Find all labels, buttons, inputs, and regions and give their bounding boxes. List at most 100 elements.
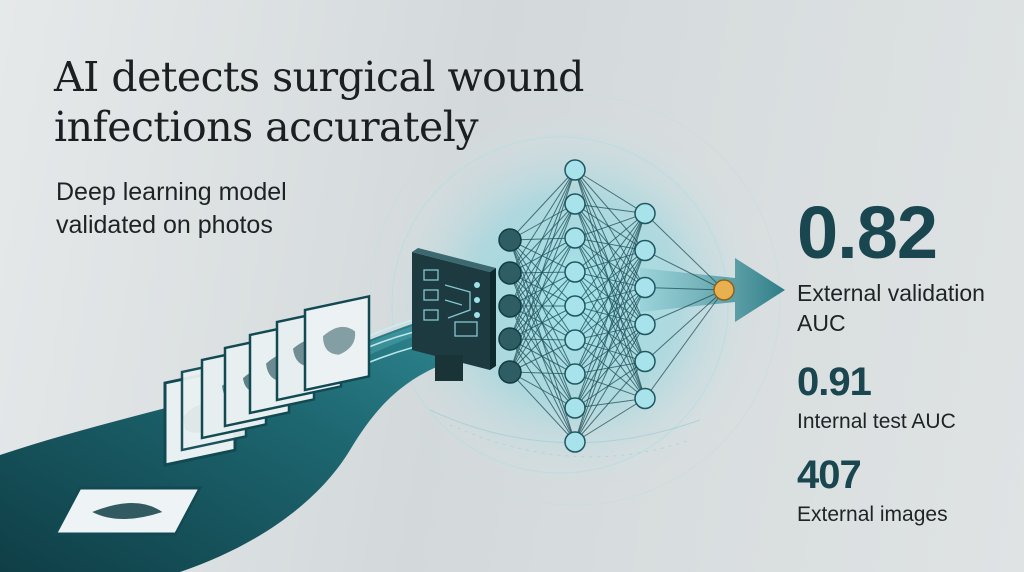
network-connection — [574, 237, 646, 251]
network-connection — [574, 361, 646, 409]
network-connection — [574, 287, 646, 307]
network-node — [564, 159, 586, 181]
network-connection — [574, 250, 646, 307]
network-connection — [574, 324, 646, 443]
wound-photo-stack — [53, 294, 371, 536]
network-connection — [574, 169, 646, 251]
network-node — [634, 239, 656, 262]
network-node — [564, 227, 586, 249]
network-connection — [574, 373, 646, 399]
network-connection — [574, 324, 646, 409]
network-connection — [574, 271, 646, 325]
network-connection — [509, 371, 576, 443]
network-connection — [574, 203, 646, 362]
network-connection — [574, 213, 646, 341]
network-connections — [509, 169, 725, 443]
network-connection — [574, 213, 646, 409]
network-connection — [574, 169, 646, 325]
network-connection — [644, 289, 725, 399]
network-node — [564, 261, 586, 283]
network-node — [564, 329, 586, 351]
network-connection — [509, 169, 576, 340]
network-connection — [574, 339, 646, 399]
stat-external-auc: 0.82 External validation AUC — [797, 196, 997, 338]
network-node — [564, 431, 586, 453]
network-connection — [574, 361, 646, 443]
network-connection — [574, 169, 646, 362]
network-connection — [574, 169, 646, 214]
network-connection — [509, 339, 576, 373]
network-connection — [574, 398, 646, 443]
network-connection — [574, 250, 646, 273]
network-node — [498, 360, 522, 384]
network-connection — [574, 203, 646, 325]
network-connection — [574, 305, 646, 399]
network-connection — [574, 237, 646, 288]
network-connection — [574, 287, 646, 409]
network-connection — [509, 169, 576, 241]
network-connection — [574, 305, 646, 325]
network-connection — [574, 287, 646, 375]
network-node — [498, 327, 522, 351]
network-connection — [509, 169, 576, 307]
network-connection — [574, 271, 646, 362]
stat-value: 0.91 — [797, 360, 872, 404]
stat-label: Internal test AUC — [797, 410, 956, 433]
network-node — [498, 261, 522, 285]
network-connection — [574, 287, 646, 341]
network-connection — [574, 324, 646, 341]
network-connection — [574, 324, 646, 375]
wound-photo-icon — [303, 294, 371, 392]
network-connection — [574, 271, 646, 399]
network-connection — [644, 250, 725, 291]
network-node — [564, 363, 586, 385]
network-connection — [574, 287, 646, 443]
stat-label: External validation AUC — [797, 280, 985, 336]
network-connection — [644, 289, 725, 362]
network-connection — [574, 213, 646, 273]
network-node — [634, 350, 656, 373]
network-connection — [574, 361, 646, 375]
network-connection — [574, 398, 646, 409]
network-connection — [574, 169, 646, 288]
network-node — [498, 228, 522, 252]
network-connection — [574, 339, 646, 362]
network-connection — [574, 237, 646, 362]
network-connection — [574, 271, 646, 288]
network-connection — [509, 169, 576, 274]
network-connection — [574, 305, 646, 362]
network-connection — [574, 213, 646, 307]
network-connection — [574, 250, 646, 443]
network-node — [634, 276, 656, 299]
wound-photo-icon — [53, 486, 203, 536]
network-connection — [574, 250, 646, 375]
network-connection — [574, 203, 646, 214]
network-connection — [574, 237, 646, 399]
network-node — [498, 294, 522, 318]
stat-value: 0.82 — [797, 191, 938, 274]
page-subtitle: Deep learning model validated on photos — [56, 178, 287, 239]
network-node — [634, 313, 656, 336]
network-node — [564, 193, 586, 215]
network-connection — [509, 271, 576, 373]
stat-label: External images — [797, 503, 948, 526]
stat-value: 407 — [797, 453, 862, 497]
network-connection — [574, 203, 646, 399]
network-connection — [574, 213, 646, 375]
page-title: AI detects surgical wound infections acc… — [54, 53, 584, 151]
network-connection — [574, 169, 646, 399]
network-connection — [574, 203, 646, 288]
network-connection — [509, 305, 576, 373]
network-connection — [574, 213, 646, 443]
network-connection — [509, 237, 576, 373]
stat-external-images: 407 External images — [797, 455, 948, 529]
network-connection — [644, 287, 725, 291]
network-connection — [644, 289, 725, 325]
network-connection — [574, 237, 646, 325]
chip-icon — [412, 248, 496, 381]
network-connection — [574, 213, 646, 239]
network-connection — [574, 203, 646, 251]
network-connection — [509, 203, 576, 373]
output-node — [713, 279, 735, 301]
